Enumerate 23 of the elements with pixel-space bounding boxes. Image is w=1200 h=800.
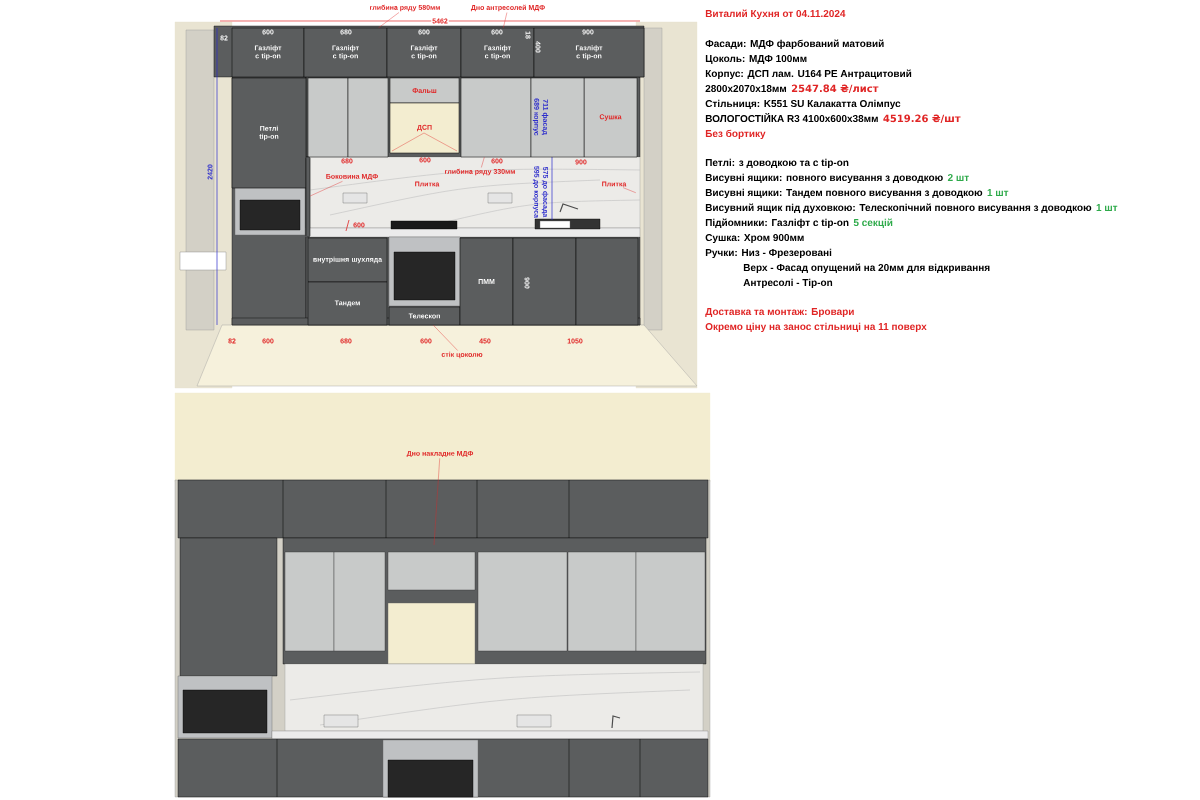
cabinet-front	[347, 77, 389, 158]
leader-line	[622, 187, 636, 193]
spec-text: 1 шт	[987, 189, 1009, 196]
spec-text: 5 секцій	[853, 218, 893, 228]
leader-line	[310, 181, 343, 197]
leader-line	[433, 325, 458, 351]
cabinet-front	[512, 237, 577, 326]
spec-text: 2547.84 ₴/лист	[791, 84, 879, 93]
cabinet-front	[460, 77, 532, 158]
side-panel	[305, 156, 311, 238]
spec-text: 1 шт	[1096, 204, 1118, 211]
leader-line	[378, 12, 400, 28]
title: Виталий Кухня от 04.11.2024	[705, 9, 846, 20]
cabinet-front	[575, 237, 639, 326]
leader-line	[503, 12, 508, 28]
leader-line	[433, 458, 440, 546]
cabinet-front	[307, 77, 349, 158]
spec-text: Антресолі - Tip-on	[743, 278, 833, 289]
spec-text: Верх - Фасад опущений на 20мм для відкривання	[743, 263, 990, 274]
cabinet-front	[530, 77, 585, 158]
spec-text: 2 шт	[947, 174, 969, 181]
leader-line	[481, 157, 485, 168]
spec-text: 4519.26 ₴/шт	[883, 114, 961, 123]
